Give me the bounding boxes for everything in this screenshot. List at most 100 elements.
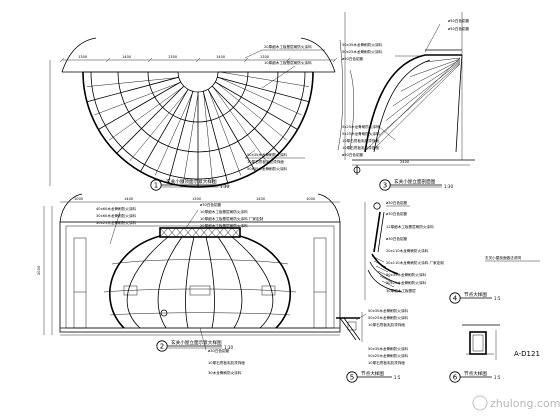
elev-lattice [159, 227, 241, 238]
section-left-bracket [349, 69, 354, 151]
d4-hatch-line [379, 275, 393, 283]
section-dome-inner [373, 59, 431, 153]
elev-leader-top [185, 209, 199, 229]
section-callout-5: ø50白色铝管 [342, 56, 364, 61]
detail-1-scale: 1:30 [220, 184, 229, 189]
plan-dim-ticks [59, 57, 338, 63]
detail-3-scale: 1:30 [444, 184, 453, 189]
section-left-bracket-2 [337, 39, 344, 151]
drawing-number: A-D121 [514, 350, 540, 358]
d4-main-member-2 [377, 211, 385, 253]
plan-dim-tick [59, 57, 65, 63]
plan-dim-tick [105, 57, 111, 63]
elev-leader-left [109, 211, 121, 245]
plan-rib [167, 91, 194, 184]
d4-hatch-line [373, 260, 387, 268]
node-detail-6: 6 节点大样图 1:5 [449, 324, 501, 383]
detail-6-scale: 1:5 [494, 375, 501, 380]
detail-2-caption: 玄关小屋立面示意大样图 [171, 339, 222, 346]
elev-outer-frame [59, 221, 341, 333]
plan-leader-3 [244, 149, 256, 159]
detail-tag-2-number: 2 [160, 343, 164, 351]
plan-dim-value: 1300 [260, 55, 270, 59]
detail-tag-3-number: 3 [383, 182, 387, 190]
plan-rib-secondary [94, 82, 180, 116]
d4-callout-4: ø30白色铝管 [386, 236, 408, 241]
d5-leader [355, 313, 367, 321]
detail-tag-4-number: 4 [453, 295, 458, 303]
section-callout-6: 5x25木龙骨刷防火涂料 [342, 124, 380, 129]
elev-rib [185, 236, 195, 329]
elev-callout-left-1: 40x60木龙骨刷防火涂料 [96, 206, 136, 211]
section-callout-4: 50x25木龙骨刷防火涂料 [342, 49, 382, 54]
section-callout-8: 10厚石膏板乳胶漆饰面 [342, 138, 379, 143]
plan-inner-ring [177, 71, 219, 93]
elev-rib [205, 236, 215, 329]
plan-callout-2: 10厚细木工板基层刷防火涂料 [264, 60, 312, 65]
elev-dim-value: 1400 [256, 197, 266, 201]
elev-callout-top-1: ø30白色铝管 [200, 202, 222, 207]
d4-callout-2: ø30白色铝管 [386, 211, 408, 216]
elev-dome-right-edge [239, 235, 292, 329]
elev-leader-bottom [199, 327, 207, 351]
plan-rib-secondary [129, 90, 188, 161]
detail-5-scale: 1:5 [394, 375, 401, 380]
elev-right-column [313, 237, 327, 329]
plan-dim-value: 1300 [78, 55, 88, 59]
plan-right-arch [300, 37, 336, 73]
section-rib [392, 60, 461, 107]
plan-dim-tick [285, 57, 291, 63]
detail-tag-6-number: 6 [453, 374, 458, 382]
elev-ribs [126, 236, 274, 329]
section-callout-3: 50x35木龙骨刷防火涂料 [342, 42, 382, 47]
elev-lattice-bar [167, 227, 177, 238]
d5-callout-6: 10厚石膏板乳胶漆饰面 [368, 360, 405, 365]
section-callout-1: ø50白色铝管 [448, 18, 470, 23]
d4-callout-8: 50x25木龙骨刷防火涂料 [386, 280, 426, 285]
elev-callout-left-2: 30x60木龙骨刷防火涂料 [96, 213, 136, 218]
section-rib [385, 61, 461, 121]
plan-rib [202, 91, 229, 184]
plan-rib-secondary [203, 93, 213, 184]
elev-lattice-bar [215, 227, 225, 238]
elev-left-dim: 2000 [37, 265, 41, 275]
d4-curve-2 [369, 261, 401, 285]
detail-3-caption: 玄关小屋立面剖面图 [394, 178, 436, 185]
elev-dim-value: 1300 [192, 197, 202, 201]
elev-lattice-bar [183, 227, 193, 238]
plan-dim-value: 1300 [168, 55, 178, 59]
plan-leader-2 [261, 65, 296, 89]
side-note: 玄关小屋剖面做法说明 [485, 255, 521, 260]
section-brace [365, 57, 461, 151]
elev-dim-value: 1000 [306, 197, 316, 201]
elev-window-left [123, 285, 138, 296]
elev-rib [217, 236, 243, 329]
watermark-logo-icon [472, 395, 488, 411]
elev-lattice-bar [175, 227, 185, 238]
elev-rib [126, 236, 169, 329]
section-ribs [365, 57, 461, 151]
section-detail: 2400 ø50白色铝管 ø50白色铝管 50x35木龙骨刷防火涂料 50x25… [337, 12, 475, 191]
elev-door-knob [160, 309, 168, 317]
d6-profile-inner [472, 334, 484, 352]
elev-left-column [73, 237, 87, 329]
plan-dim-value: 1400 [216, 55, 226, 59]
plan-rib-secondary [154, 93, 193, 176]
detail-4-caption: 节点大样图 [464, 291, 487, 298]
elev-lattice-bar [223, 227, 233, 238]
d5-callout-1: 50x35木龙骨刷防火涂料 [368, 308, 408, 313]
d5-callout-4: 50x35木龙骨刷防火涂料 [368, 346, 408, 351]
watermark: zhulong.com [490, 397, 560, 410]
d4-callout-1: ø30白色铝管 [386, 200, 408, 205]
elev-band-2 [103, 288, 297, 293]
d4-hatch-line [377, 270, 391, 278]
section-dim: 2400 [400, 160, 410, 164]
plan-rib [98, 81, 181, 130]
d4-hatch-line [381, 280, 395, 288]
elev-callout-bottom-3: 30木龙骨刷防火涂料 [208, 370, 242, 375]
section-dome-outer [364, 54, 426, 153]
elev-lattice-bar [199, 227, 209, 238]
elev-lattice-bar [191, 227, 201, 238]
